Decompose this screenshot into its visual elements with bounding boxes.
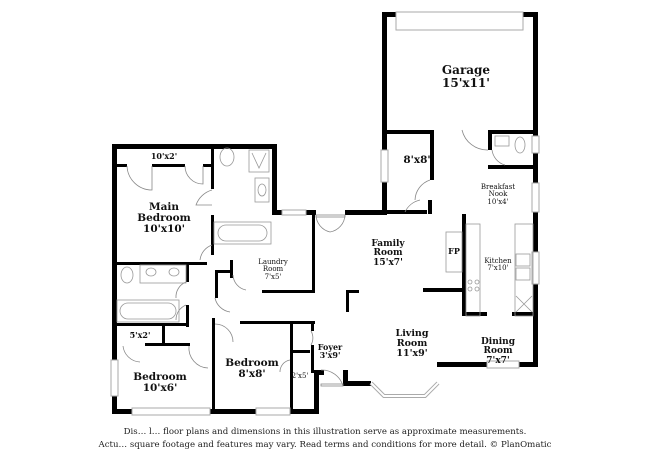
room-label-fireplace: FP: [448, 246, 460, 256]
room-name-line2: Room: [262, 265, 284, 274]
room-dimensions: 7'x5': [264, 272, 282, 281]
room-label-family-room: Family Room 15'x7': [371, 239, 405, 268]
room-name-line1: Laundry: [258, 258, 288, 266]
room-label-upper-room: 8'x8': [403, 154, 431, 166]
room-dimensions: 15'x7': [373, 257, 403, 268]
room-name-line2: Room: [483, 346, 513, 357]
door-swings: [122, 129, 506, 387]
disclaimer: Dis… l… floor plans and dimensions in th…: [0, 426, 650, 452]
room-name-line2: Nook: [488, 190, 508, 199]
room-name-line2: Bedroom: [137, 212, 191, 225]
room-label-kitchen: Kitchen 7'x10': [484, 257, 512, 273]
room-name-line1: Breakfast: [480, 183, 516, 191]
disclaimer-line1: Dis… l… floor plans and dimensions in th…: [123, 427, 527, 437]
room-label-main-bedroom: Main Bedroom 10'x10': [137, 201, 191, 236]
room-name-line1: Living: [395, 328, 429, 339]
room-name-line1: Dining: [480, 337, 516, 347]
interior-walls: [117, 130, 534, 411]
room-label-breakfast-nook: Breakfast Nook 10'x4': [480, 183, 516, 206]
room-label-dining-room: Dining Room 7'x7': [480, 337, 516, 366]
room-dimensions: 11'x9': [396, 347, 428, 359]
room-name-line1: Main: [148, 201, 180, 213]
room-label-main-closet: 10'x2': [150, 151, 178, 161]
room-dimensions: 7'x7': [486, 355, 510, 366]
room-name: Bedroom: [225, 357, 279, 369]
room-label-closet-5x2: 5'x2': [129, 330, 151, 340]
room-label-living-room: Living Room 11'x9': [396, 329, 429, 359]
windows: [110, 11, 540, 416]
disclaimer-line2: Actu… square footage and features may va…: [98, 440, 552, 450]
room-label-closet-2x5: 2'x5': [291, 372, 309, 380]
room-dimensions: 10'x4': [487, 197, 509, 206]
room-dimensions: 10'x6': [142, 382, 178, 395]
room-name: Foyer: [317, 342, 343, 352]
room-name-line2: Room: [396, 337, 428, 349]
room-name: Bedroom: [133, 371, 187, 383]
room-dimensions: 15'x11': [442, 75, 490, 90]
room-label-garage: Garage 15'x11': [442, 64, 490, 89]
fixtures: [116, 135, 534, 323]
room-dimensions: 10'x10': [143, 223, 185, 236]
room-name-line1: Family: [371, 239, 405, 249]
room-label-foyer: Foyer 3'x9': [318, 343, 343, 360]
fireplace-label: FP: [448, 246, 460, 256]
room-name: Kitchen: [484, 257, 512, 265]
room-label-bedroom-1: Bedroom 10'x6': [133, 371, 187, 395]
room-dimensions: 2'x5': [291, 372, 309, 380]
room-label-laundry-room: Laundry Room 7'x5': [258, 258, 288, 281]
room-dimensions: 10'x2': [150, 151, 178, 161]
room-name-line2: Room: [373, 248, 403, 259]
exterior-walls: [112, 12, 538, 414]
room-dimensions: 7'x10': [487, 264, 509, 273]
room-dimensions: 3'x9': [319, 350, 341, 361]
room-label-bedroom-2: Bedroom 8'x8': [225, 357, 279, 381]
room-dimensions: 5'x2': [129, 330, 151, 340]
room-name: Garage: [441, 63, 491, 77]
room-dimensions: 8'x8': [238, 368, 266, 381]
room-dimensions: 8'x8': [403, 154, 431, 166]
